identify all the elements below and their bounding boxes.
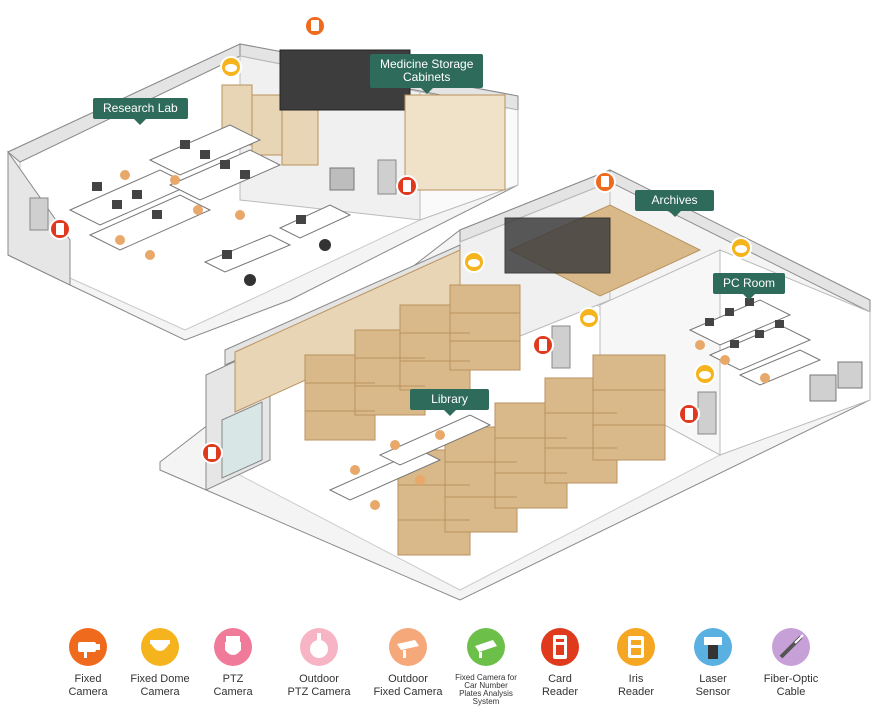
legend-iris-reader: Iris Reader	[594, 628, 678, 699]
outdoor-ptz-camera-icon	[300, 628, 338, 666]
legend-label: Laser Sensor	[695, 673, 731, 698]
fixed-camera-icon	[69, 628, 107, 666]
card-reader-icon	[541, 628, 579, 666]
legend-label: Fiber-Optic Cable	[763, 673, 819, 698]
legend-label: Outdoor PTZ Camera	[287, 673, 351, 698]
legend-fiber-optic-cable: Fiber-Optic Cable	[749, 628, 833, 699]
legend-outdoor-ptz-camera: Outdoor PTZ Camera	[277, 628, 361, 699]
legend-fixed-camera: Fixed Camera	[46, 628, 130, 699]
legend-label: Outdoor Fixed Camera	[373, 673, 443, 698]
legend-car-plate-camera: Fixed Camera for Car Number Plates Analy…	[444, 628, 528, 706]
research-lab-label: Research Lab	[93, 98, 188, 125]
legend-outdoor-fixed-camera: Outdoor Fixed Camera	[366, 628, 450, 699]
legend-ptz-camera: PTZ Camera	[191, 628, 275, 699]
legend-fixed-dome-camera: Fixed Dome Camera	[118, 628, 202, 699]
outdoor-fixed-camera-icon	[389, 628, 427, 666]
medicine-storage-label: Medicine Storage Cabinets	[370, 54, 484, 94]
library-label: Library	[410, 389, 489, 416]
iris-reader-icon	[617, 628, 655, 666]
legend-label: PTZ Camera	[213, 673, 253, 698]
legend: Fixed Camera Fixed Dome Camera PTZ Camer…	[0, 628, 892, 709]
pc-room-label: PC Room	[713, 273, 785, 300]
legend-label: Iris Reader	[617, 673, 655, 698]
legend-label: Fixed Dome Camera	[130, 673, 190, 698]
ptz-camera-icon	[214, 628, 252, 666]
device-markers	[49, 15, 752, 464]
car-plate-camera-icon	[467, 628, 505, 666]
legend-label: Fixed Camera for Car Number Plates Analy…	[455, 673, 517, 706]
legend-label: Fixed Camera	[68, 673, 108, 698]
floor-plan-scene	[7, 15, 871, 601]
legend-label: Card Reader	[541, 673, 579, 698]
legend-card-reader: Card Reader	[518, 628, 602, 699]
archives-label: Archives	[635, 190, 714, 217]
fiber-optic-cable-icon	[772, 628, 810, 666]
library-building	[159, 169, 871, 601]
fixed-dome-camera-icon	[141, 628, 179, 666]
laser-sensor-icon	[694, 628, 732, 666]
legend-laser-sensor: Laser Sensor	[671, 628, 755, 699]
